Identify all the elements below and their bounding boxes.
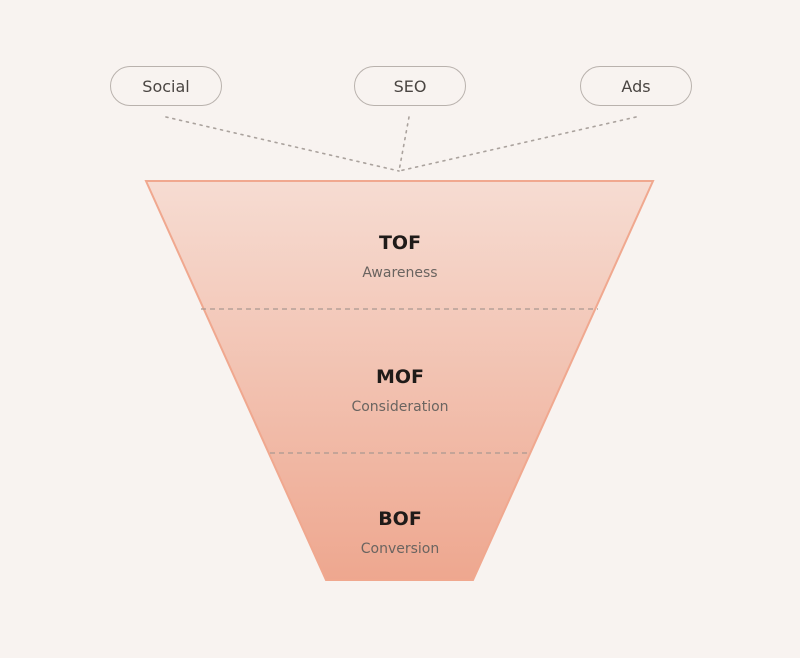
stage-subtitle-conversion: Conversion — [360, 541, 440, 557]
source-pill-social: Social — [110, 66, 222, 106]
source-pill-ads: Ads — [580, 66, 692, 106]
connector-ads — [398, 116, 637, 172]
stage-subtitle-awareness: Awareness — [362, 265, 438, 281]
stage-title-bof: BOF — [378, 508, 422, 530]
stage-subtitle-consideration: Consideration — [351, 399, 449, 415]
stage-title-tof: TOF — [378, 232, 422, 254]
stage-title-mof: MOF — [375, 366, 425, 388]
source-pill-seo: SEO — [354, 66, 466, 106]
connector-seo — [398, 116, 410, 172]
funnel-shape — [144, 180, 655, 581]
connector-social — [165, 116, 400, 172]
